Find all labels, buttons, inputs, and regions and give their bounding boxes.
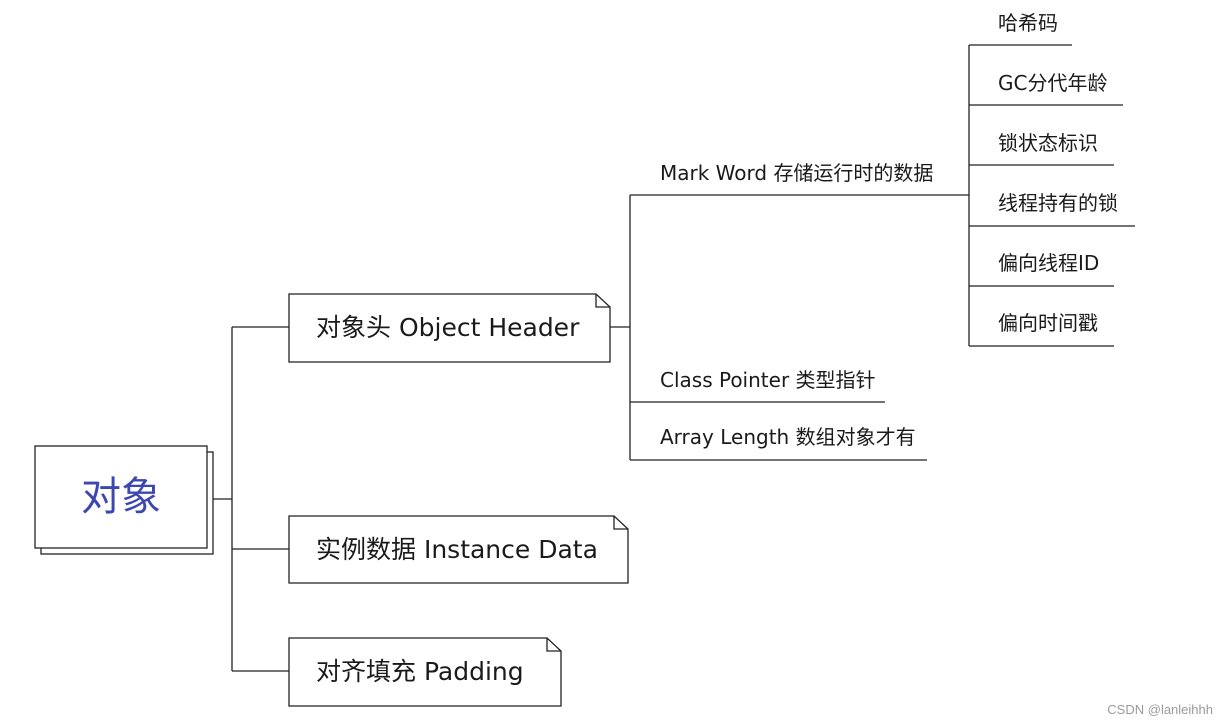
watermark: CSDN @lanleihhh [1107, 702, 1213, 717]
root-connectors [213, 326, 289, 672]
root-node[interactable]: 对象 [34, 445, 214, 555]
mark-word-item[interactable]: 线程持有的锁 [998, 191, 1118, 215]
mark-word-connectors [968, 44, 1135, 347]
mark-word-item[interactable]: GC分代年龄 [998, 71, 1107, 95]
array-length-label[interactable]: Array Length 数组对象才有 [660, 425, 916, 449]
mark-word-item[interactable]: 偏向时间戳 [998, 311, 1098, 335]
mark-word-item[interactable]: 哈希码 [998, 11, 1058, 35]
note-fold-icon [613, 516, 628, 530]
padding-node[interactable]: 对齐填充 Padding [288, 637, 562, 707]
note-fold-icon [546, 638, 561, 652]
header-connectors [610, 194, 969, 461]
padding-label: 对齐填充 Padding [316, 657, 524, 686]
note-fold-icon [595, 294, 610, 308]
root-label: 对象 [81, 474, 161, 520]
root-node-box [34, 445, 208, 549]
instance-data-node[interactable]: 实例数据 Instance Data [288, 515, 629, 584]
class-pointer-label[interactable]: Class Pointer 类型指针 [660, 368, 876, 392]
mark-word-item[interactable]: 偏向线程ID [998, 251, 1099, 275]
instance-data-label: 实例数据 Instance Data [316, 535, 598, 564]
object-header-label: 对象头 Object Header [316, 313, 580, 342]
object-header-node[interactable]: 对象头 Object Header [288, 293, 611, 363]
mark-word-label[interactable]: Mark Word 存储运行时的数据 [660, 161, 933, 185]
mark-word-item[interactable]: 锁状态标识 [998, 131, 1098, 155]
